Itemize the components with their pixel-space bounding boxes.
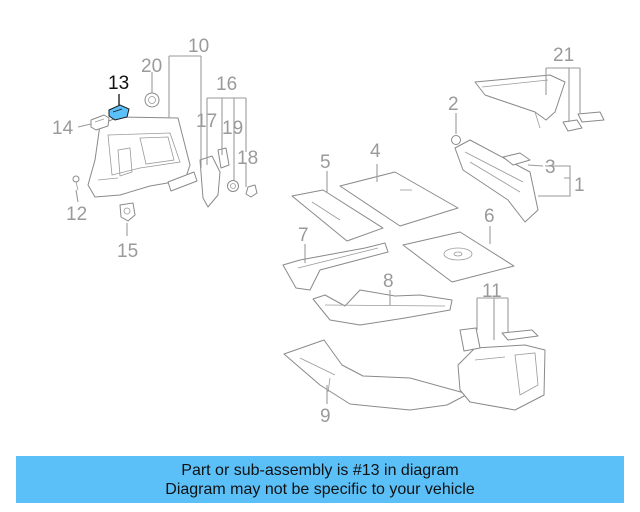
callout-14: 14: [52, 118, 74, 139]
part-17-19-trim-pieces: [199, 147, 258, 208]
callout-11: 11: [482, 281, 502, 302]
callout-6: 6: [484, 206, 495, 227]
part-9-floor-carpet: [283, 339, 469, 411]
callout-19: 19: [222, 118, 243, 139]
part-14-bracket: [90, 114, 110, 131]
callout-17: 17: [196, 111, 217, 132]
part-21-cover-assembly: [474, 74, 605, 132]
callout-8: 8: [383, 271, 394, 292]
callout-3: 3: [545, 157, 556, 178]
callout-7: 7: [298, 225, 309, 246]
callout-10: 10: [188, 36, 209, 57]
callout-12: 12: [66, 204, 87, 225]
callout-18: 18: [237, 148, 258, 169]
left-quarter-trim-panel: [87, 116, 191, 198]
part-7-support-frame: [282, 242, 389, 291]
part-10-trim-strip: [167, 171, 198, 192]
callout-1: 1: [574, 175, 585, 196]
part-15-hook: [119, 202, 136, 222]
callout-13: 13: [108, 73, 129, 94]
part-12-screw: [72, 175, 80, 191]
callout-16: 16: [216, 74, 237, 95]
callout-4: 4: [370, 141, 381, 162]
part-11-right-trim-panel: [457, 327, 546, 411]
part-2-grommet: [451, 135, 461, 145]
callout-15: 15: [117, 241, 138, 262]
part-1-sill-panel: [454, 139, 539, 223]
callout-labels: 1 2 3 4 5 6 7 8 9 10 11 12 13 14 15 16 1…: [52, 36, 585, 427]
callout-20: 20: [141, 56, 162, 77]
part-8-support-rail: [312, 289, 453, 326]
parts-diagram: 1 2 3 4 5 6 7 8 9 10 11 12 13 14 15 16 1…: [52, 36, 605, 427]
banner-line-disclaimer: Diagram may not be specific to your vehi…: [165, 481, 475, 498]
part-20-grommet: [144, 92, 160, 108]
callout-9: 9: [320, 406, 331, 427]
callout-5: 5: [320, 152, 331, 173]
part-6-spare-tire-cover: [402, 231, 515, 283]
banner-line-part-number: Part or sub-assembly is #13 in diagram: [181, 462, 459, 479]
part-5-floor-board: [291, 189, 384, 242]
callout-2: 2: [448, 94, 459, 115]
part-13-clip[interactable]: [108, 104, 130, 121]
callout-21: 21: [553, 45, 574, 66]
info-banner: Part or sub-assembly is #13 in diagram D…: [16, 456, 624, 503]
leader-lines: [75, 55, 581, 404]
